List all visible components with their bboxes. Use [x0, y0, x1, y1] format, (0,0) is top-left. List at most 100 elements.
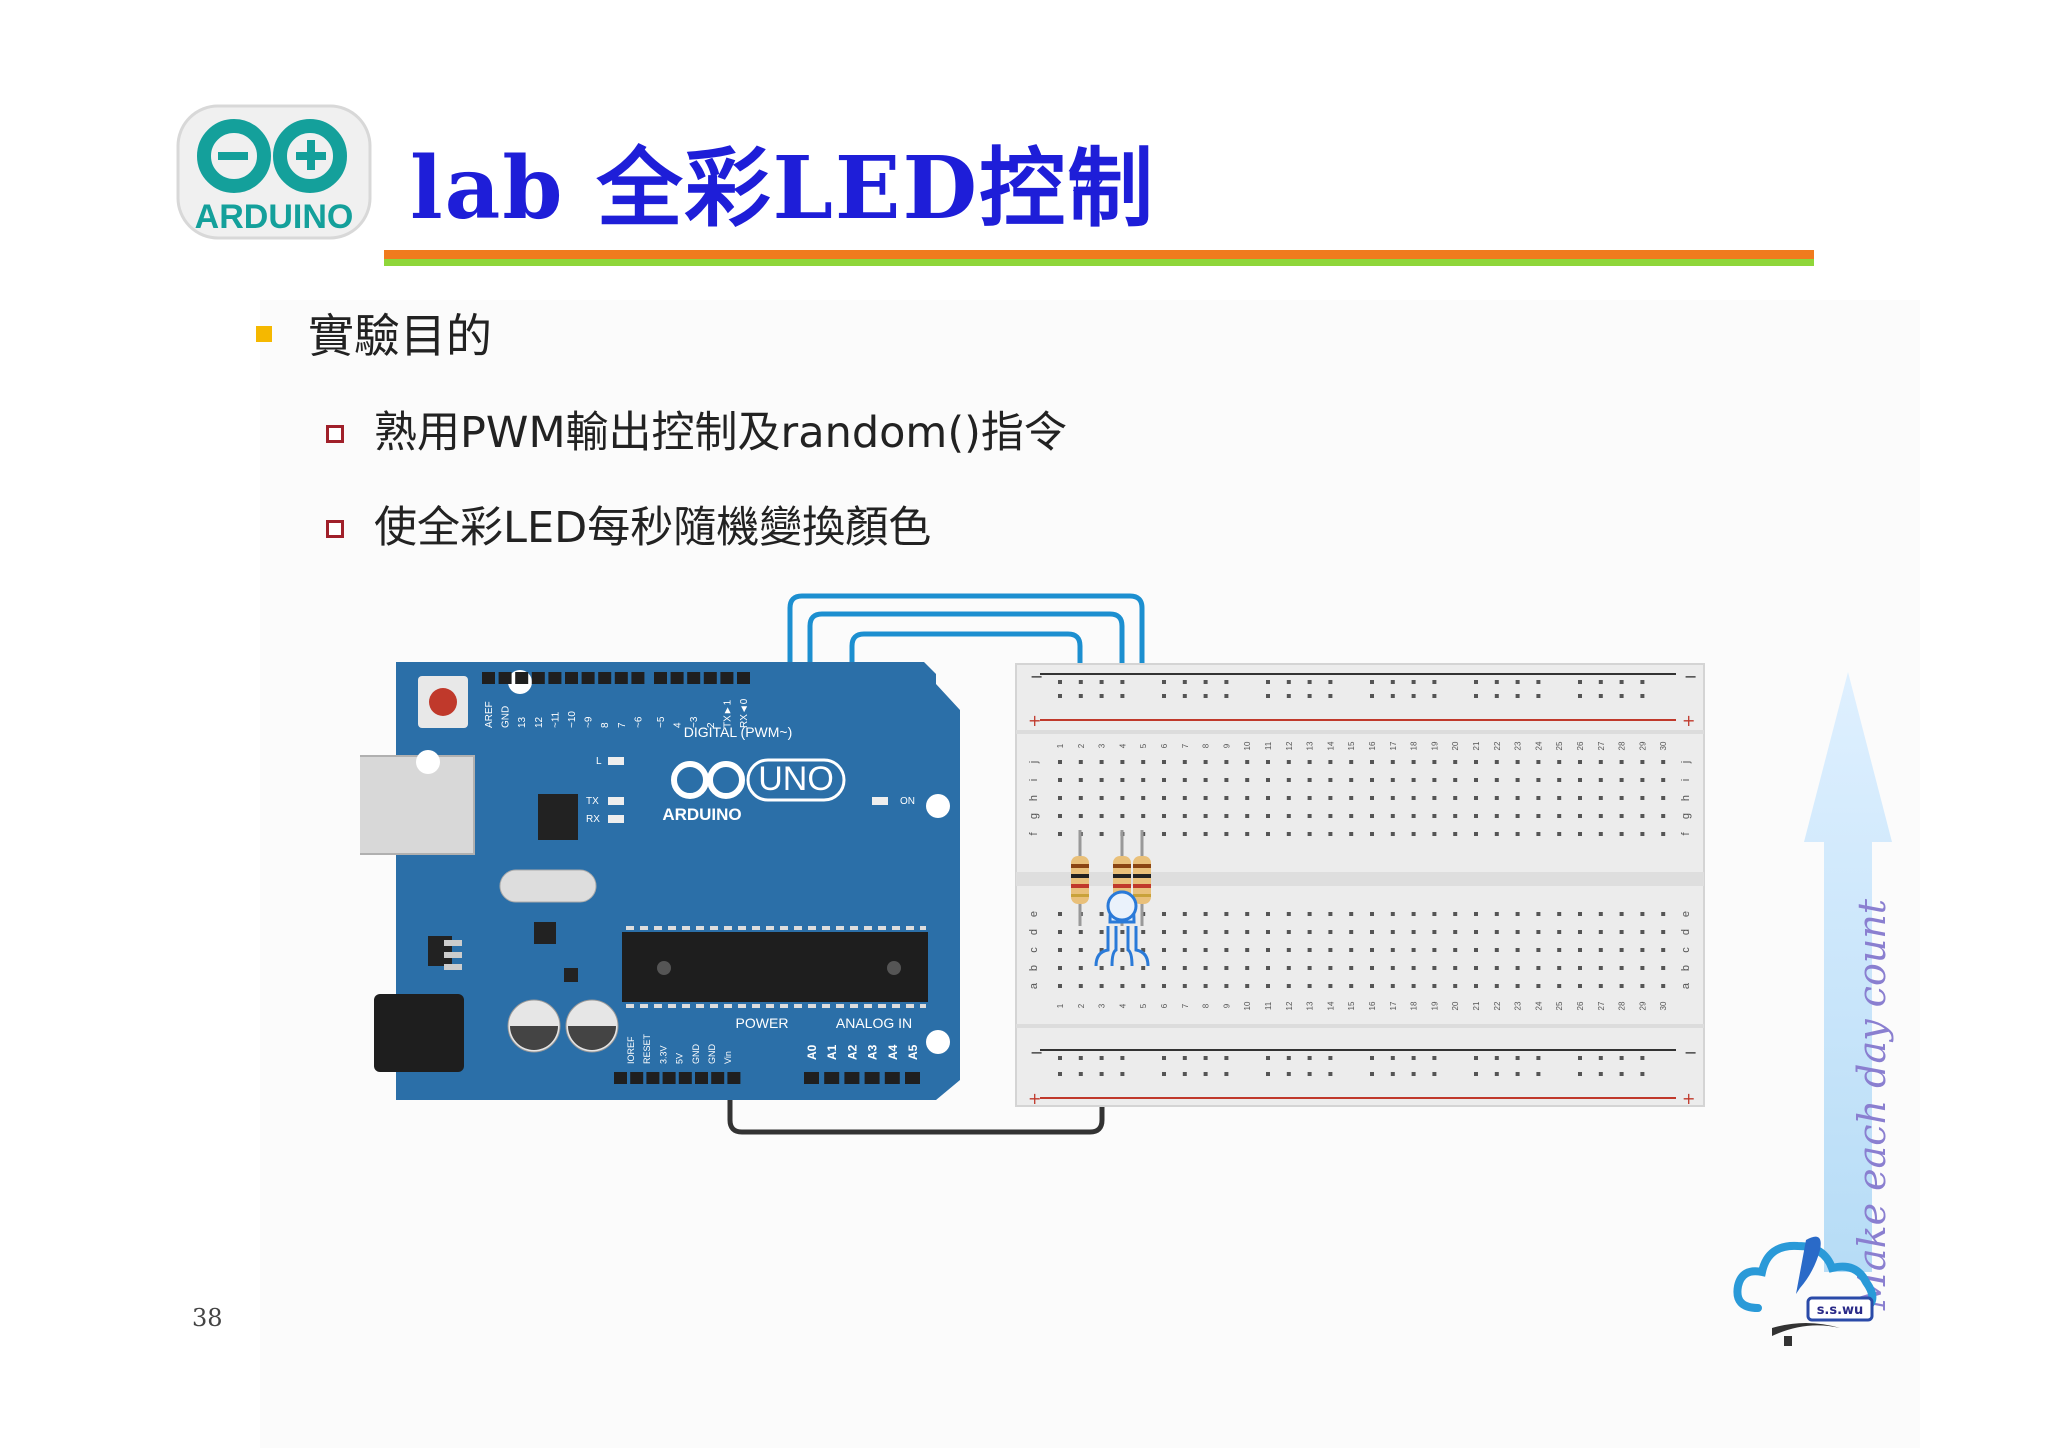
breadboard-hole	[1598, 796, 1603, 800]
row-label: b	[1680, 965, 1692, 971]
breadboard-hole	[1453, 966, 1458, 970]
rail-hole	[1099, 694, 1104, 698]
breadboard-hole	[1494, 930, 1499, 934]
breadboard-hole	[1058, 984, 1062, 988]
rail-hole	[1578, 1072, 1582, 1076]
breadboard-hole	[1640, 912, 1645, 916]
breadboard-hole	[1328, 930, 1333, 934]
breadboard-hole	[1557, 948, 1562, 952]
heading-bullet-icon	[256, 326, 272, 342]
power-pin-label: IOREF	[626, 1036, 636, 1064]
breadboard-hole	[1598, 984, 1603, 988]
breadboard-hole	[1453, 832, 1458, 836]
breadboard-hole	[1474, 912, 1478, 916]
usb-chip	[538, 794, 578, 840]
breadboard-hole	[1349, 930, 1354, 934]
header-socket	[703, 672, 717, 684]
rail-hole	[1494, 680, 1499, 684]
row-label: f	[1680, 832, 1692, 836]
breadboard-hole	[1515, 912, 1520, 916]
rail-hole	[1286, 680, 1291, 684]
breadboard-hole	[1453, 984, 1458, 988]
column-label: 9	[1222, 1003, 1231, 1008]
rail-hole	[1120, 1072, 1125, 1076]
breadboard-hole	[1370, 760, 1374, 764]
rail-hole	[1307, 680, 1312, 684]
breadboard-hole	[1078, 966, 1083, 970]
board-model: UNO	[758, 760, 834, 798]
column-label: 11	[1264, 741, 1273, 750]
breadboard-hole	[1411, 760, 1416, 764]
digital-pin-label: TX►1	[722, 699, 733, 728]
breadboard-hole	[1578, 832, 1582, 836]
breadboard-hole	[1162, 796, 1166, 800]
breadboard-hole	[1578, 930, 1582, 934]
breadboard-hole	[1432, 948, 1437, 952]
column-label: 12	[1285, 1001, 1294, 1010]
breadboard-hole	[1307, 760, 1312, 764]
header-socket	[614, 672, 628, 684]
rail-hole	[1432, 680, 1437, 684]
column-label: 4	[1118, 1003, 1127, 1008]
jumper-wires	[727, 593, 1145, 1135]
breadboard-hole	[1598, 948, 1603, 952]
breadboard-hole	[1078, 948, 1083, 952]
digital-pin-label: 12	[534, 716, 545, 728]
header-socket	[498, 672, 512, 684]
breadboard-hole	[1224, 778, 1229, 782]
breadboard-hole	[1162, 760, 1166, 764]
column-label: 6	[1160, 743, 1169, 748]
breadboard-hole	[1182, 930, 1187, 934]
breadboard-hole	[1058, 778, 1062, 782]
breadboard-hole	[1432, 912, 1437, 916]
rail-hole	[1162, 1072, 1166, 1076]
breadboard-hole	[1224, 760, 1229, 764]
breadboard-hole	[1245, 814, 1250, 818]
breadboard-hole	[1536, 832, 1541, 836]
column-label: 23	[1514, 1001, 1523, 1010]
header-socket	[598, 672, 612, 684]
rail-hole	[1078, 1072, 1083, 1076]
breadboard-hole	[1474, 948, 1478, 952]
breadboard-hole	[1515, 832, 1520, 836]
header-socket	[515, 672, 529, 684]
breadboard-hole	[1328, 912, 1333, 916]
breadboard-hole	[1598, 930, 1603, 934]
breadboard-hole	[1494, 966, 1499, 970]
breadboard-hole	[1058, 814, 1062, 818]
column-label: 17	[1389, 741, 1398, 750]
rail-hole	[1411, 694, 1416, 698]
rail-hole	[1224, 680, 1229, 684]
breadboard-hole	[1203, 778, 1208, 782]
breadboard-hole	[1598, 912, 1603, 916]
breadboard-hole	[1619, 966, 1624, 970]
breadboard-hole	[1120, 796, 1125, 800]
column-label: 4	[1118, 743, 1127, 748]
rail-hole	[1099, 1072, 1104, 1076]
breadboard-hole	[1349, 778, 1354, 782]
breadboard-hole	[1245, 948, 1250, 952]
header-socket	[864, 1072, 880, 1084]
breadboard-hole	[1619, 778, 1624, 782]
breadboard-hole	[1078, 930, 1083, 934]
breadboard-hole	[1557, 814, 1562, 818]
column-label: 21	[1472, 1001, 1481, 1010]
digital-pin-label: GND	[501, 706, 512, 728]
breadboard-hole	[1328, 948, 1333, 952]
breadboard-hole	[1557, 912, 1562, 916]
breadboard-hole	[1224, 796, 1229, 800]
breadboard-hole	[1557, 778, 1562, 782]
column-label: 10	[1243, 1001, 1252, 1010]
rail-hole	[1182, 694, 1187, 698]
breadboard-hole	[1162, 832, 1166, 836]
header-socket	[630, 1072, 644, 1084]
breadboard-hole	[1328, 760, 1333, 764]
breadboard-hole	[1349, 966, 1354, 970]
logo-text: ARDUINO	[195, 198, 354, 236]
breadboard-hole	[1182, 966, 1187, 970]
rail-hole	[1266, 680, 1270, 684]
column-label: 16	[1368, 1001, 1377, 1010]
rail-hole	[1162, 680, 1166, 684]
rail-hole	[1432, 1072, 1437, 1076]
breadboard-hole	[1307, 912, 1312, 916]
